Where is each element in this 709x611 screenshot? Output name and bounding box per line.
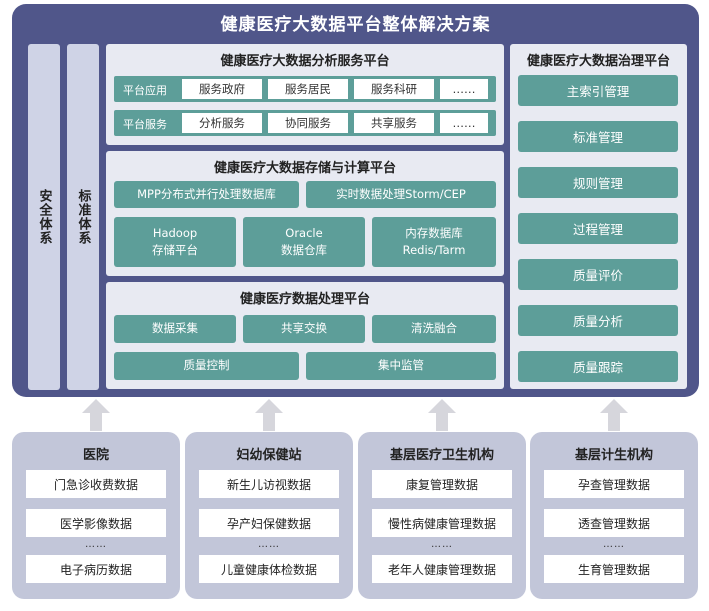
maternal-child-title: 妇幼保健站 (236, 448, 302, 463)
processing-platform-title: 健康医疗数据处理平台 (239, 292, 370, 307)
security-system-label: 安全体系 (36, 189, 52, 245)
standard-management-item: 标准管理 (518, 121, 678, 152)
hadoop-line1: Hadoop (152, 225, 198, 240)
more-apps-item: …… (440, 79, 488, 99)
source-data-item: 老年人健康管理数据 (372, 555, 512, 583)
quality-evaluation-item: 质量评价 (518, 259, 678, 290)
serve-research-item: 服务科研 (354, 79, 434, 99)
source-ellipsis: …… (431, 539, 453, 550)
source-data-item: 孕查管理数据 (544, 470, 684, 498)
up-arrow-icon (255, 399, 283, 431)
hadoop-storage-box: Hadoop 存储平台 (114, 217, 236, 267)
security-system-column: 安全体系 (28, 44, 60, 390)
source-ellipsis: …… (258, 539, 280, 550)
family-planning-title: 基层计生机构 (574, 448, 653, 463)
quality-tracking-item: 质量跟踪 (518, 351, 678, 382)
memory-db-line2: Redis/Tarm (402, 243, 466, 257)
source-data-item: 慢性病健康管理数据 (372, 509, 512, 537)
hospital-title: 医院 (82, 448, 109, 463)
master-index-item: 主索引管理 (518, 75, 678, 106)
source-data-item: 康复管理数据 (372, 470, 512, 498)
memory-database-box: 内存数据库 Redis/Tarm (372, 217, 496, 267)
oracle-line2: 数据仓库 (281, 243, 327, 257)
governance-platform-panel: 健康医疗大数据治理平台 主索引管理 标准管理 规则管理 过程管理 质量评价 质量… (510, 44, 687, 389)
central-supervision-box: 集中监管 (306, 352, 496, 380)
source-data-item: 新生儿访视数据 (199, 470, 339, 498)
analysis-platform-title: 健康医疗大数据分析服务平台 (220, 54, 390, 69)
processing-platform-panel: 健康医疗数据处理平台 数据采集 共享交换 清洗融合 质量控制 集中监管 (106, 282, 504, 389)
serve-government-item: 服务政府 (182, 79, 262, 99)
source-data-item: 透查管理数据 (544, 509, 684, 537)
quality-control-box: 质量控制 (114, 352, 299, 380)
source-data-item: 医学影像数据 (26, 509, 166, 537)
process-management-item: 过程管理 (518, 213, 678, 244)
family-planning-source: 基层计生机构 孕查管理数据 透查管理数据 …… 生育管理数据 (530, 432, 698, 599)
source-data-item: 生育管理数据 (544, 555, 684, 583)
analysis-service-item: 分析服务 (182, 113, 262, 133)
oracle-line1: Oracle (285, 225, 323, 240)
platform-apps-label: 平台应用 (123, 84, 167, 97)
collaboration-service-item: 协同服务 (268, 113, 348, 133)
mpp-database-box: MPP分布式并行处理数据库 (114, 181, 299, 208)
up-arrow-icon (428, 399, 456, 431)
standard-system-column: 标准体系 (67, 44, 99, 390)
realtime-processing-box: 实时数据处理Storm/CEP (306, 181, 496, 208)
maternal-child-source: 妇幼保健站 新生儿访视数据 孕产妇保健数据 …… 儿童健康体检数据 (185, 432, 353, 599)
primary-care-source: 基层医疗卫生机构 康复管理数据 慢性病健康管理数据 …… 老年人健康管理数据 (358, 432, 526, 599)
storage-platform-title: 健康医疗大数据存储与计算平台 (213, 161, 396, 176)
hadoop-line2: 存储平台 (152, 243, 198, 257)
platform-frame: 健康医疗大数据平台整体解决方案 安全体系 标准体系 健康医疗大数据分析服务平台 … (12, 4, 699, 397)
up-arrow-icon (600, 399, 628, 431)
source-data-item: 门急诊收费数据 (26, 470, 166, 498)
primary-care-title: 基层医疗卫生机构 (389, 448, 494, 463)
oracle-warehouse-box: Oracle 数据仓库 (243, 217, 365, 267)
platform-services-row: 平台服务 分析服务 协同服务 共享服务 …… (114, 110, 496, 136)
storage-platform-panel: 健康医疗大数据存储与计算平台 MPP分布式并行处理数据库 实时数据处理Storm… (106, 151, 504, 276)
platform-apps-row: 平台应用 服务政府 服务居民 服务科研 …… (114, 76, 496, 102)
source-data-item: 孕产妇保健数据 (199, 509, 339, 537)
source-ellipsis: …… (603, 539, 625, 550)
governance-platform-title: 健康医疗大数据治理平台 (526, 54, 670, 69)
source-data-item: 电子病历数据 (26, 555, 166, 583)
clean-fusion-box: 清洗融合 (372, 315, 496, 343)
analysis-platform-panel: 健康医疗大数据分析服务平台 平台应用 服务政府 服务居民 服务科研 …… 平台服… (106, 44, 504, 145)
memory-db-line1: 内存数据库 (405, 225, 463, 240)
quality-analysis-item: 质量分析 (518, 305, 678, 336)
source-data-item: 儿童健康体检数据 (199, 555, 339, 583)
rule-management-item: 规则管理 (518, 167, 678, 198)
more-services-item: …… (440, 113, 488, 133)
share-exchange-box: 共享交换 (243, 315, 365, 343)
source-ellipsis: …… (85, 539, 107, 550)
data-collection-box: 数据采集 (114, 315, 236, 343)
sharing-service-item: 共享服务 (354, 113, 434, 133)
hospital-source: 医院 门急诊收费数据 医学影像数据 …… 电子病历数据 (12, 432, 180, 599)
serve-residents-item: 服务居民 (268, 79, 348, 99)
up-arrow-icon (82, 399, 110, 431)
standard-system-label: 标准体系 (75, 189, 91, 245)
page-title: 健康医疗大数据平台整体解决方案 (220, 15, 491, 35)
platform-services-label: 平台服务 (123, 118, 167, 131)
